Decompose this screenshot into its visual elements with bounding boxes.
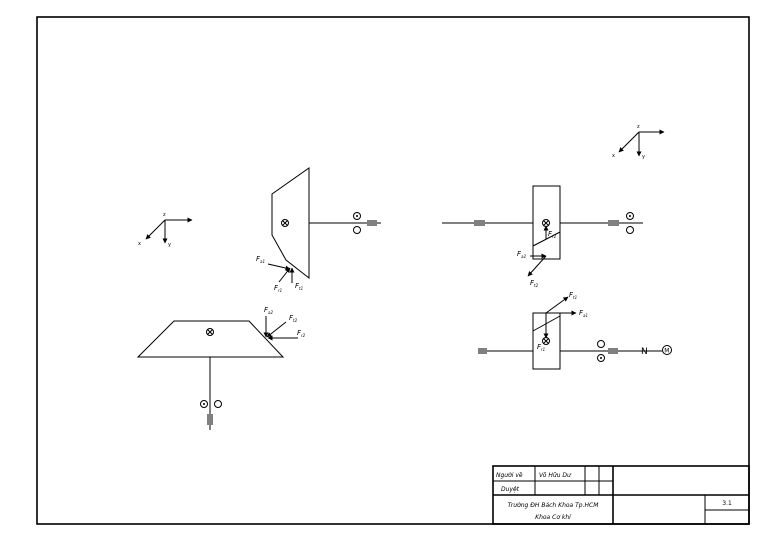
force-fr2-upper-label: Fr2 [548,230,557,239]
sheet-number: 3.1 [722,500,732,507]
force-ft2-label: Ft2 [289,314,298,323]
bevel-gear [136,320,285,430]
lower-gear-forces: Ft1 Fa1 Fr1 [537,291,588,352]
coupling-label: N [641,347,648,357]
axes-right: z x y [612,124,665,160]
bevel-gear-forces: Fa2 Ft2 Fr2 [263,306,306,341]
force-fa1-label: Fa1 [256,255,265,264]
school-name: Trường ĐH Bách Khoa Tp.HCM [508,502,600,509]
drawn-by-label: Người vẽ [496,472,523,479]
axis-y-label-right: y [642,154,645,160]
axis-z-label-left: z [163,212,166,218]
force-fa2-upper-label: Fa2 [517,250,526,259]
force-ft1-lower-label: Ft1 [569,291,577,300]
axes-left: z x y [138,212,193,248]
title-block: Người vẽ Võ Hữu Dư Duyệt Trường ĐH Bách … [492,465,750,525]
force-fr1-label: Fr1 [274,284,282,293]
drawn-by-name: Võ Hữu Dư [539,472,572,479]
axis-y-label-left: y [168,242,171,248]
helical-gear-lower [478,312,662,370]
pinion-forces: Fa1 Fr1 Ft1 [256,255,303,293]
faculty-name: Khoa Cơ khí [535,514,572,521]
motor-assembly: N M [641,345,672,357]
axis-x-label-left: x [138,241,141,247]
helical-gear-upper [442,185,643,260]
axis-z-label-right: z [637,124,640,130]
force-ft2-upper-label: Ft2 [530,279,539,288]
sheet-border [36,16,750,525]
upper-gear-forces: Fr2 Fa2 Ft2 [517,225,557,288]
force-ft1-label: Ft1 [295,282,303,291]
checked-label: Duyệt [501,486,520,493]
force-fr1-lower-label: Fr1 [537,343,545,352]
force-fa2-label: Fa2 [264,306,273,315]
bevel-pinion [271,167,381,280]
axis-x-label-right: x [612,153,615,159]
motor-icon [662,345,672,355]
motor-label: M [664,348,669,355]
force-fa1-lower-label: Fa1 [579,309,588,318]
force-fr2-label: Fr2 [297,329,306,338]
